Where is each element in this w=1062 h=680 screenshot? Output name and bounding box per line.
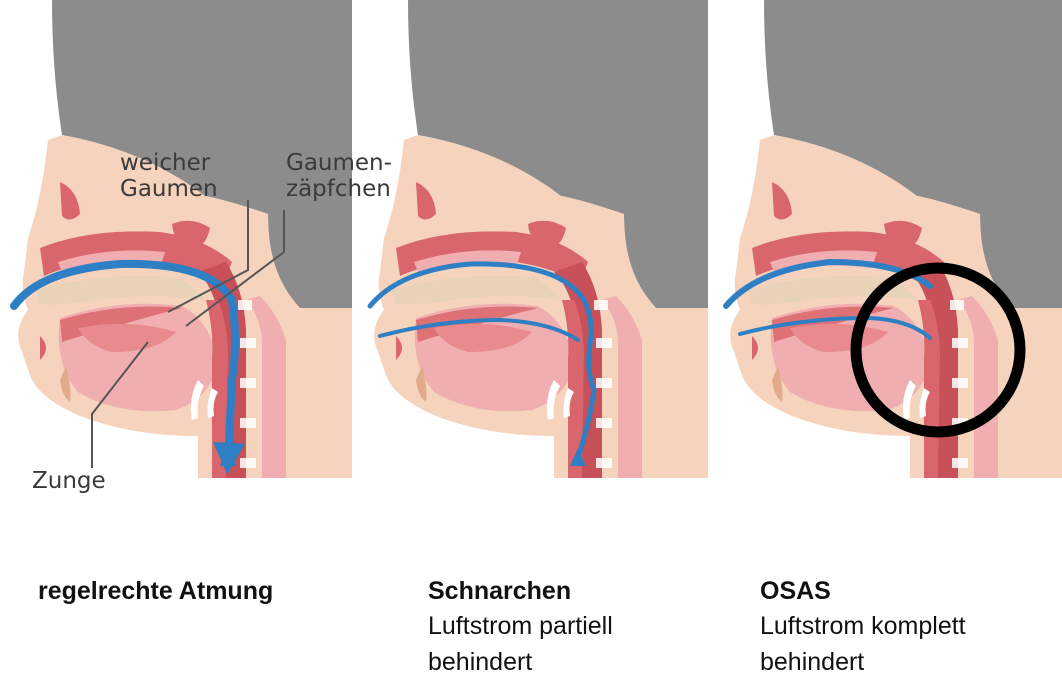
caption-osas-description: Luftstrom komplett behindert — [760, 608, 966, 680]
label-soft-palate: weicher Gaumen — [120, 150, 218, 202]
label-tongue: Zunge — [32, 468, 106, 494]
head-cross-section-osas — [726, 0, 1062, 478]
caption-snoring-title: Schnarchen — [428, 574, 613, 608]
caption-normal: regelrechte Atmung — [38, 574, 273, 608]
head-cross-section-snoring — [370, 0, 708, 478]
label-uvula: Gaumen- zäpfchen — [286, 150, 392, 202]
head-cross-section-normal — [14, 0, 352, 478]
caption-osas: OSAS Luftstrom komplett behindert — [760, 574, 966, 680]
caption-normal-title: regelrechte Atmung — [38, 574, 273, 608]
caption-snoring-description: Luftstrom partiell behindert — [428, 608, 613, 680]
caption-osas-title: OSAS — [760, 574, 966, 608]
caption-snoring: Schnarchen Luftstrom partiell behindert — [428, 574, 613, 680]
